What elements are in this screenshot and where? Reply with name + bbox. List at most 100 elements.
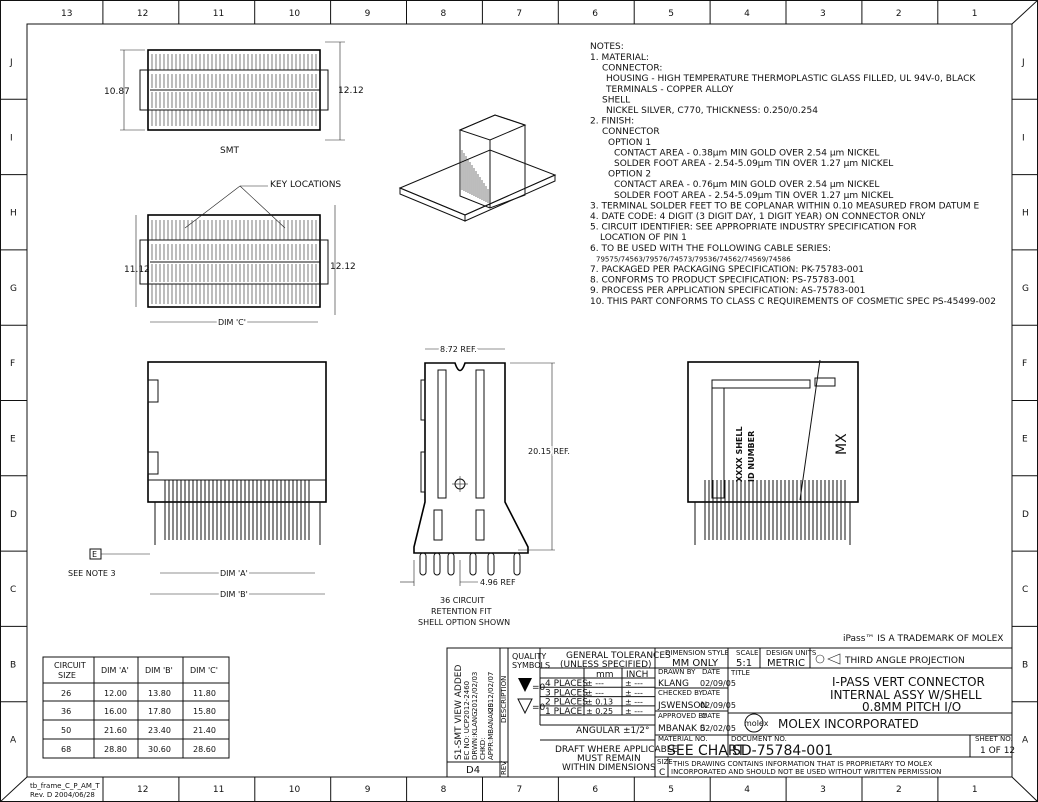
table-cell: 23.40 bbox=[148, 726, 171, 735]
table-cell: 36 bbox=[61, 707, 71, 716]
draft-line-3: WITHIN DIMENSIONS bbox=[562, 763, 656, 773]
smt-label: SMT bbox=[220, 146, 239, 156]
zone-column-label: 5 bbox=[668, 9, 674, 19]
table-header-circuit-size-2: SIZE bbox=[58, 671, 76, 680]
title-block: S1-SMT VIEW ADDED EC NO: UCP2012-2460 DR… bbox=[446, 647, 1015, 778]
table-header-circuit-size: CIRCUIT bbox=[54, 661, 86, 670]
mx-mark: MX bbox=[834, 433, 850, 455]
title-line-1: I-PASS VERT CONNECTOR bbox=[832, 675, 985, 689]
dim-b-label: DIM 'B' bbox=[220, 590, 248, 599]
table-cell: 50 bbox=[61, 726, 71, 735]
see-note-3: SEE NOTE 3 bbox=[68, 569, 116, 578]
note-line: NICKEL SILVER, C770, THICKNESS: 0.250/0.… bbox=[606, 106, 818, 116]
note-line: 1. MATERIAL: bbox=[590, 53, 649, 63]
document-no: SD-75784-001 bbox=[732, 743, 833, 759]
size-label: SIZE bbox=[657, 758, 673, 766]
tol-places-label: 2 PLACES bbox=[545, 698, 588, 708]
table-header: DIM 'C' bbox=[190, 666, 218, 675]
note-line: CONTACT AREA - 0.76μm MIN GOLD OVER 2.54… bbox=[614, 180, 879, 190]
caption-line-2: RETENTION FIT bbox=[431, 607, 492, 616]
note-line: 5. CIRCUIT IDENTIFIER: SEE APPROPRIATE I… bbox=[590, 223, 917, 233]
zone-column-label: 6 bbox=[592, 785, 598, 795]
quality-triangle-filled-icon bbox=[518, 678, 532, 692]
rear-view: XXXX SHELL ID NUMBER MX bbox=[687, 359, 859, 545]
zone-row-label: F bbox=[1022, 359, 1027, 369]
zone-row-label: J bbox=[1021, 58, 1025, 68]
company-name: MOLEX INCORPORATED bbox=[778, 717, 919, 731]
frame-rev: Rev. D 2004/06/28 bbox=[30, 791, 95, 799]
dim-12-12-top: 12.12 bbox=[338, 86, 364, 96]
tol-inch-value: ± --- bbox=[625, 707, 643, 716]
dimension-style: MM ONLY bbox=[672, 658, 719, 669]
table-cell: 17.80 bbox=[148, 707, 171, 716]
tol-mm-value: ± --- bbox=[586, 688, 604, 697]
side-view: 8.72 REF. 20.15 REF. 4.96 REF 36 CIRCUIT… bbox=[400, 343, 572, 627]
projection-symbol-icon bbox=[815, 654, 825, 664]
notes-block: NOTES: 1. MATERIAL:CONNECTOR:HOUSING - H… bbox=[590, 42, 996, 307]
ref-4-96: 4.96 REF bbox=[480, 578, 516, 587]
tol-header-2: (UNLESS SPECIFIED) bbox=[560, 660, 652, 670]
tol-header-1: GENERAL TOLERANCES bbox=[566, 651, 671, 661]
zone-column-label: 8 bbox=[441, 9, 447, 19]
rev-drawn: DRWN:KLANG bbox=[471, 711, 479, 760]
zone-row-label: E bbox=[1022, 435, 1028, 445]
zone-row-label: D bbox=[1022, 510, 1029, 520]
zone-column-label: 10 bbox=[289, 785, 301, 795]
table-header: DIM 'A' bbox=[101, 666, 129, 675]
note-line: CONNECTOR: bbox=[602, 64, 662, 74]
zone-row-label: I bbox=[10, 133, 13, 143]
rev-description: S1-SMT VIEW ADDED bbox=[454, 665, 464, 760]
material-no-label: MATERIAL NO. bbox=[658, 735, 708, 743]
caption-line-1: 36 CIRCUIT bbox=[440, 596, 485, 605]
note-line: 7. PACKAGED PER PACKAGING SPECIFICATION:… bbox=[590, 265, 864, 275]
design-units-label: DESIGN UNITS bbox=[766, 649, 817, 657]
zone-row-label: A bbox=[10, 736, 17, 746]
zone-column-label: 1 bbox=[972, 9, 978, 19]
note-line: CONTACT AREA - 0.38μm MIN GOLD OVER 2.54… bbox=[614, 148, 879, 158]
zone-row-label: B bbox=[1022, 660, 1028, 670]
dim-c-label: DIM 'C' bbox=[218, 318, 246, 327]
tol-mm-value: ± 0.13 bbox=[586, 698, 613, 707]
table-cell: 21.40 bbox=[193, 726, 216, 735]
datum-e: E bbox=[92, 550, 97, 559]
scale-value: 5:1 bbox=[736, 658, 752, 669]
zone-column-label: 11 bbox=[213, 785, 224, 795]
approved-by-label: APPROVED BY bbox=[658, 712, 708, 720]
key-locations-label: KEY LOCATIONS bbox=[270, 180, 341, 190]
tol-mm-value: ± 0.25 bbox=[586, 707, 613, 716]
table-cell: 13.80 bbox=[148, 689, 171, 698]
molex-logo bbox=[744, 713, 764, 733]
note-line: OPTION 2 bbox=[608, 170, 651, 180]
tol-places-label: 3 PLACES bbox=[545, 688, 588, 698]
drawn-by-label: DRAWN BY bbox=[658, 668, 696, 676]
dim-a-label: DIM 'A' bbox=[220, 569, 248, 578]
note-line: 79575/74563/79576/74573/79536/74562/7456… bbox=[596, 255, 791, 263]
table-cell: 15.80 bbox=[193, 707, 216, 716]
checked-date: 02/09/05 bbox=[700, 701, 736, 710]
design-units: METRIC bbox=[767, 658, 805, 669]
note-line: 3. TERMINAL SOLDER FEET TO BE COPLANAR W… bbox=[590, 201, 980, 211]
zone-row-label: B bbox=[10, 660, 16, 670]
tol-inch-value: ± --- bbox=[625, 688, 643, 697]
zone-row-label: I bbox=[1022, 133, 1025, 143]
zone-row-label: H bbox=[10, 209, 17, 219]
dim-10-87: 10.87 bbox=[104, 87, 130, 97]
draft-line-2: MUST REMAIN bbox=[577, 754, 641, 764]
rev-approved-date: 2012/02/07 bbox=[487, 672, 495, 712]
zone-column-label: 13 bbox=[61, 9, 72, 19]
rev-approved: APPR:MBANAKIS bbox=[487, 702, 495, 760]
table-cell: 30.60 bbox=[148, 745, 171, 754]
zone-column-label: 11 bbox=[213, 9, 224, 19]
rev-checked: CHKD: bbox=[479, 738, 487, 761]
note-line: 4. DATE CODE: 4 DIGIT (3 DIGIT DAY, 1 DI… bbox=[590, 212, 926, 222]
sheet-no: 1 OF 12 bbox=[980, 746, 1015, 756]
zone-column-label: 2 bbox=[896, 9, 902, 19]
note-line: 9. PROCESS PER APPLICATION SPECIFICATION… bbox=[590, 286, 865, 296]
zone-column-label: 5 bbox=[668, 785, 674, 795]
checked-date-label: DATE bbox=[702, 689, 720, 697]
description-label: DESCRIPTION bbox=[500, 676, 508, 723]
zone-column-label: 1 bbox=[972, 785, 978, 795]
zone-column-label: 3 bbox=[820, 785, 826, 795]
